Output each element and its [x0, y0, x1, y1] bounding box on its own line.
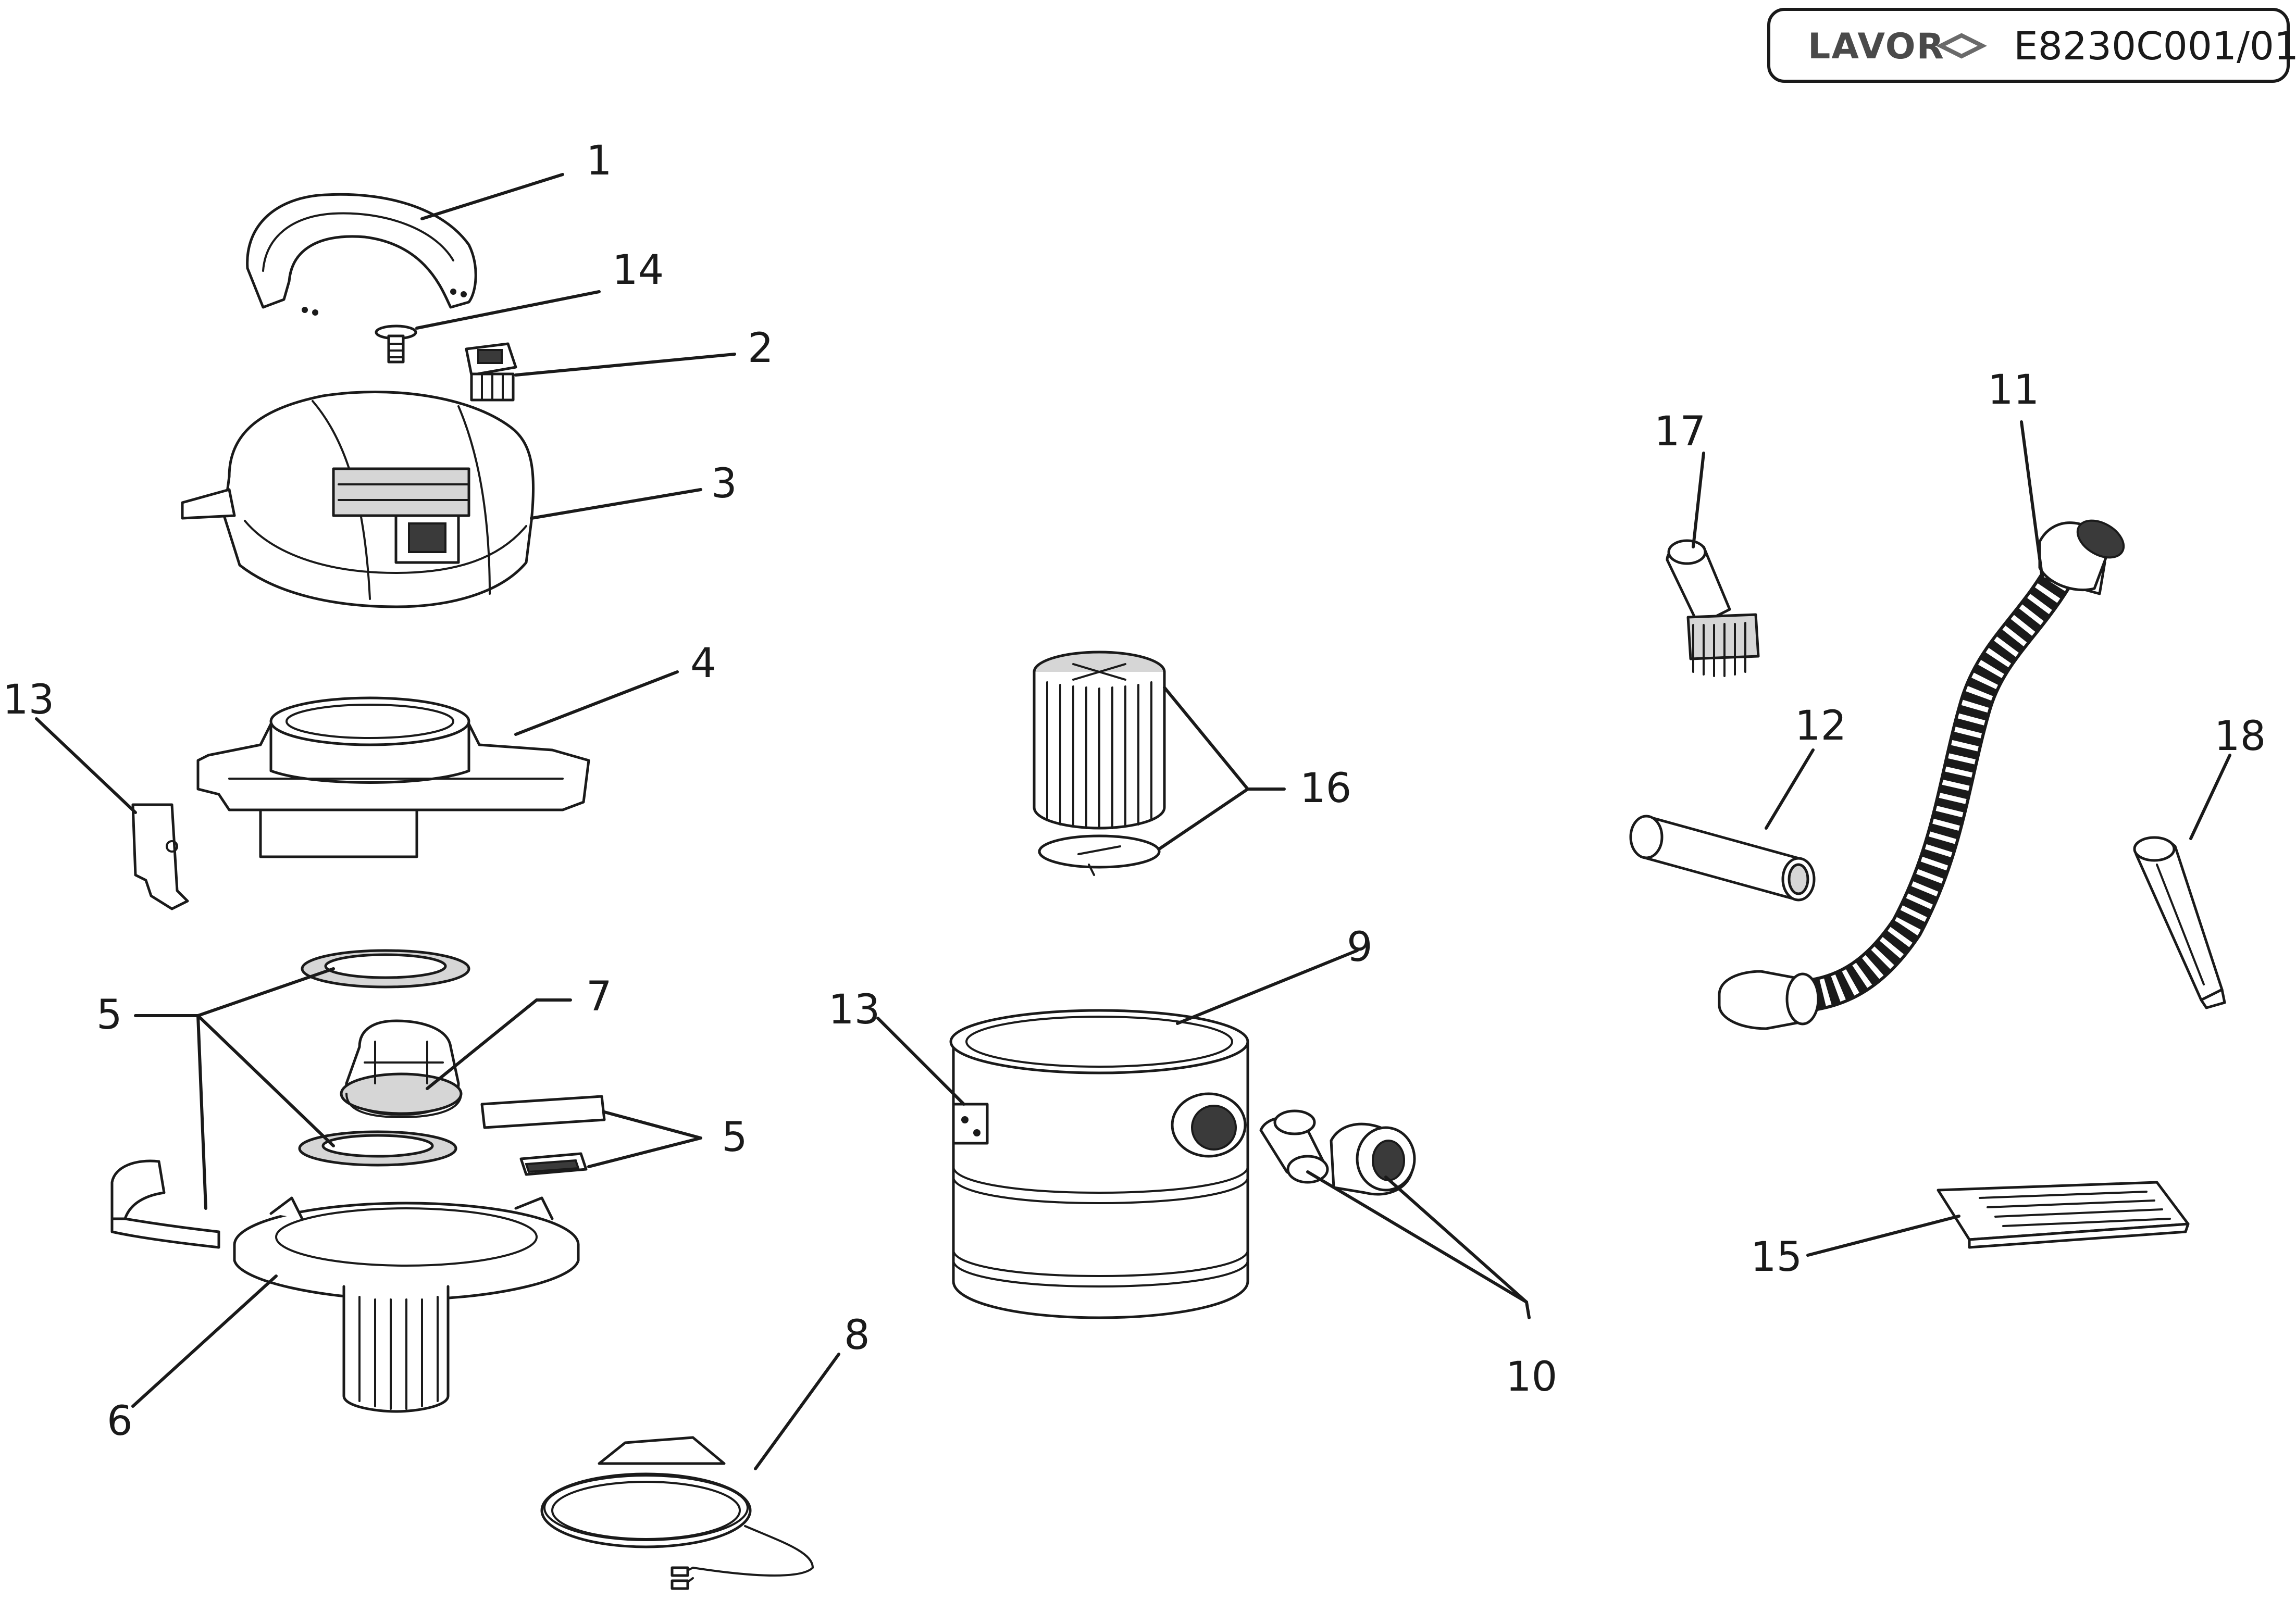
part-crevice-nozzle	[2133, 836, 2226, 1009]
part-manual	[1937, 1181, 2190, 1249]
callout-5-right: 5	[722, 1114, 748, 1161]
leader-5b	[587, 1110, 702, 1168]
callout-15: 15	[1751, 1234, 1802, 1281]
leader-14	[415, 290, 601, 330]
callout-2: 2	[748, 325, 774, 372]
callout-labels: 1 14 2 3 4 13 5 7 5 6 8 9 13 10 16 17 11…	[3, 138, 2266, 1445]
part-filter-disc	[1038, 834, 1161, 876]
part-screw	[375, 324, 417, 364]
leader-12	[1765, 748, 1815, 830]
leader-4	[514, 670, 679, 736]
leader-7	[426, 998, 572, 1090]
callout-1: 1	[586, 138, 612, 184]
part-motor-housing	[196, 696, 590, 858]
leader-18	[2189, 754, 2231, 840]
callout-13-center: 13	[828, 986, 880, 1033]
part-cartridge-filter	[1033, 651, 1166, 830]
part-clip-left	[131, 803, 189, 910]
part-gasket-lower	[298, 1130, 457, 1167]
header-badge: LAVOR E8230C001/01	[1767, 8, 2296, 83]
part-brush	[1666, 539, 1760, 677]
leader-6	[131, 1274, 278, 1408]
leader-3	[530, 488, 702, 520]
part-flexible-hose	[1718, 519, 2125, 1030]
callout-16: 16	[1300, 765, 1351, 812]
part-top-cover	[181, 391, 535, 608]
leader-lines	[35, 173, 2231, 1470]
part-motor	[340, 1019, 463, 1119]
callout-7: 7	[586, 973, 612, 1020]
leader-15	[1806, 1215, 1960, 1257]
leader-1	[420, 173, 564, 220]
callout-17: 17	[1654, 408, 1706, 455]
callout-3: 3	[711, 460, 737, 507]
part-foam-strip-right	[480, 1095, 606, 1176]
part-bottom-plate	[233, 1196, 580, 1413]
part-extension-tube	[1629, 815, 1816, 902]
callout-5-left: 5	[96, 992, 122, 1039]
callout-12: 12	[1795, 703, 1846, 749]
callout-10: 10	[1506, 1354, 1557, 1401]
brand-logo: LAVOR	[1808, 26, 1945, 67]
callout-18: 18	[2214, 713, 2266, 760]
part-switch	[465, 342, 517, 402]
leader-9	[1176, 949, 1359, 1025]
callout-8: 8	[844, 1312, 870, 1359]
brand-logo-mark	[1936, 33, 1987, 59]
leader-13b	[876, 1017, 965, 1106]
part-power-cable	[540, 1436, 814, 1590]
part-adapters	[1259, 1109, 1416, 1196]
callout-9: 9	[1347, 924, 1373, 971]
callout-11: 11	[1988, 367, 2039, 414]
leader-5a	[134, 967, 335, 1210]
part-tank	[949, 1009, 1249, 1319]
part-tank-clip	[952, 1103, 989, 1145]
callout-13-left: 13	[3, 677, 54, 723]
leader-8	[754, 1353, 840, 1470]
part-gasket-upper	[301, 949, 470, 989]
leader-10	[1306, 1170, 1531, 1319]
leader-2	[514, 353, 736, 377]
callout-14: 14	[612, 247, 664, 294]
part-foam-strip-left	[110, 1159, 220, 1249]
leader-11	[2020, 420, 2044, 580]
part-handle	[246, 193, 477, 316]
callout-4: 4	[690, 640, 716, 687]
drawing-code: E8230C001/01	[2014, 24, 2296, 69]
leader-13a	[35, 717, 137, 814]
callout-6: 6	[107, 1398, 133, 1445]
leader-17	[1692, 452, 1705, 548]
leader-16	[1158, 686, 1286, 851]
